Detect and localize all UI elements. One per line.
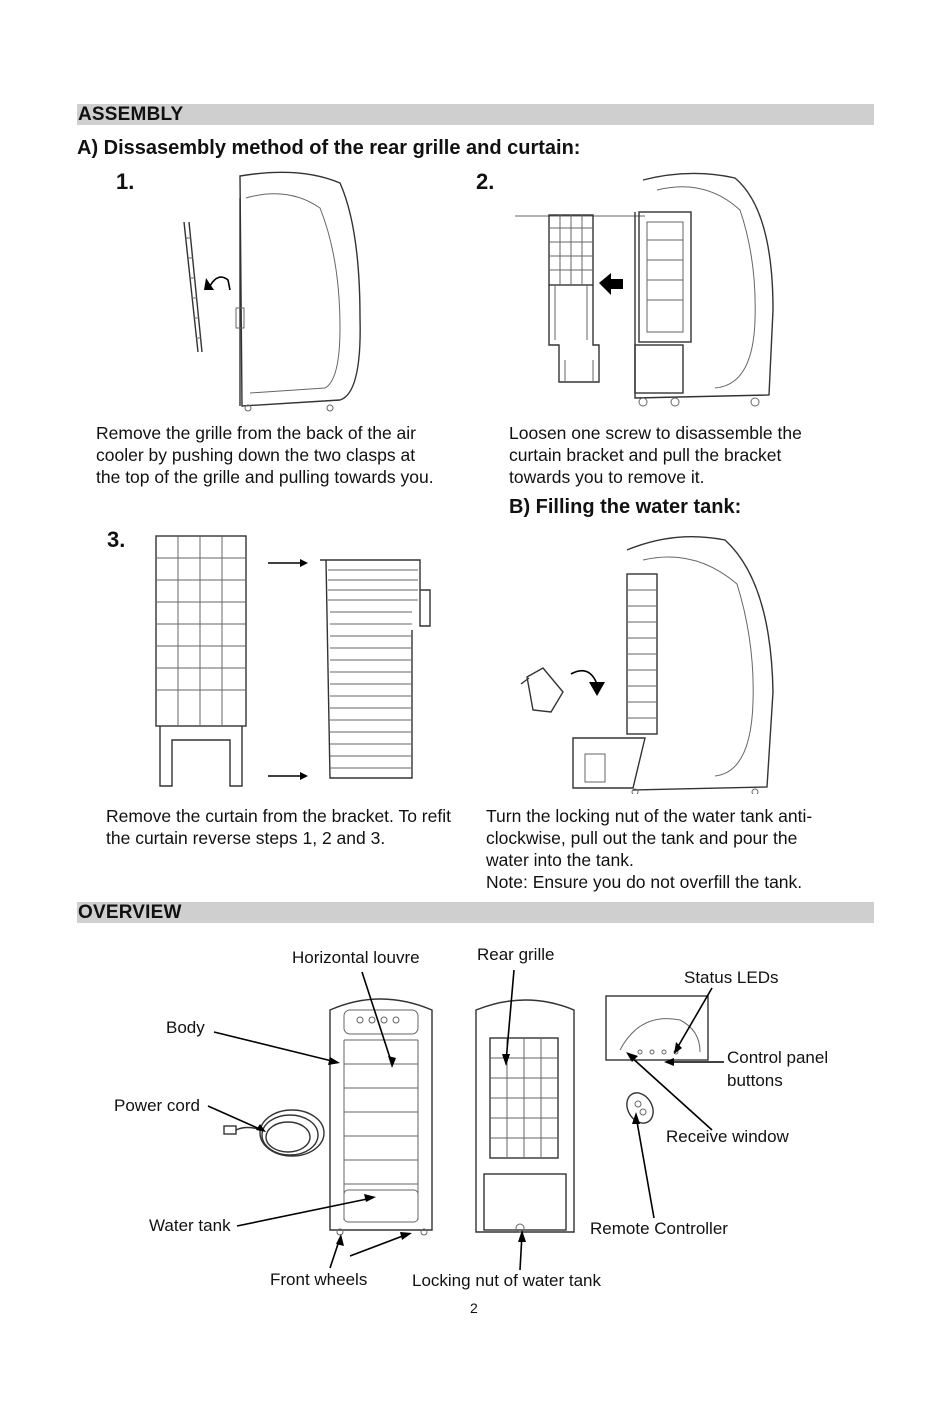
step-1-number: 1. [116, 169, 135, 194]
assembly-heading: ASSEMBLY [77, 104, 874, 125]
step-1-line: the top of the grille and pulling toward… [96, 467, 434, 487]
control-panel-detail-drawing [605, 995, 709, 1061]
label-water-tank: Water tank [149, 1216, 231, 1235]
step-2-text: Loosen one screw to disassemble the curt… [509, 422, 802, 488]
overview-illustration [207, 969, 724, 1271]
step-1-line: Remove the grille from the back of the a… [96, 423, 417, 443]
water-tank-illustration [520, 535, 774, 794]
page-number: 2 [470, 1300, 478, 1316]
step-2-line: curtain bracket and pull the bracket [509, 445, 782, 465]
step-3-line: Remove the curtain from the bracket. To … [106, 806, 451, 826]
label-status-leds: Status LEDs [684, 968, 779, 987]
power-cord-drawing [223, 1109, 325, 1157]
step-2-illustration [515, 172, 774, 407]
label-control-panel-line: Control panel [727, 1048, 829, 1067]
step-2-line: towards you to remove it. [509, 467, 705, 487]
front-unit-drawing [329, 998, 433, 1236]
section-a-title: A) Dissasembly method of the rear grille… [77, 137, 581, 159]
label-control-panel-buttons: Control panel buttons [727, 1046, 828, 1092]
label-rear-grille: Rear grille [477, 945, 555, 964]
section-b-line: Turn the locking nut of the water tank a… [486, 806, 813, 826]
section-b-line: Note: Ensure you do not overfill the tan… [486, 872, 803, 892]
step-1-illustration [183, 171, 361, 412]
label-front-wheels: Front wheels [270, 1270, 368, 1289]
step-3-number: 3. [107, 527, 126, 552]
label-power-cord: Power cord [114, 1096, 200, 1115]
step-1-line: cooler by pushing down the two clasps at [96, 445, 416, 465]
remote-drawing [626, 1092, 654, 1124]
label-receive-window: Receive window [666, 1127, 789, 1146]
rear-unit-drawing [475, 999, 575, 1233]
step-3-illustration [155, 535, 431, 787]
label-control-panel-line: buttons [727, 1071, 783, 1090]
label-locking-nut: Locking nut of water tank [412, 1271, 602, 1290]
step-3-text: Remove the curtain from the bracket. To … [106, 805, 451, 849]
step-3-line: the curtain reverse steps 1, 2 and 3. [106, 828, 386, 848]
section-b-text: Turn the locking nut of the water tank a… [486, 805, 812, 893]
step-2-number: 2. [476, 169, 495, 194]
overview-heading: OVERVIEW [77, 902, 874, 923]
step-2-line: Loosen one screw to disassemble the [509, 423, 802, 443]
label-horizontal-louvre: Horizontal louvre [292, 948, 420, 967]
label-remote-controller: Remote Controller [590, 1219, 728, 1238]
label-body: Body [166, 1018, 205, 1037]
section-b-line: clockwise, pull out the tank and pour th… [486, 828, 798, 848]
section-b-title: B) Filling the water tank: [509, 496, 742, 518]
step-1-text: Remove the grille from the back of the a… [96, 422, 434, 488]
section-b-line: water into the tank. [486, 850, 634, 870]
